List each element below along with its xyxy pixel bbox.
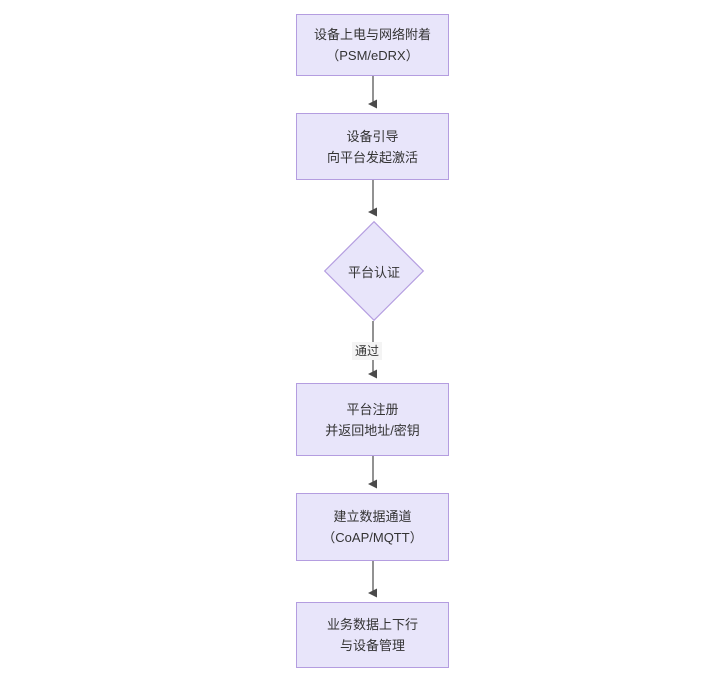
node-label-line2: 与设备管理 (339, 638, 405, 653)
node-label-line1: 建立数据通道 (333, 509, 412, 524)
node-label-line2: 向平台发起激活 (326, 149, 418, 165)
node-platform-authentication[interactable]: 平台认证 (323, 220, 425, 322)
node-label-line1: 设备上电与网络附着 (313, 27, 431, 42)
node-business-data-and-device-management[interactable]: 业务数据上下行 与设备管理 (296, 602, 449, 668)
node-label-line1: 设备引导 (346, 128, 399, 144)
diamond-shape (323, 220, 425, 322)
node-label-line2: 并返回地址/密钥 (325, 422, 420, 438)
node-device-power-on[interactable]: 设备上电与网络附着 （PSM/eDRX） (296, 14, 449, 76)
node-label-line1: 平台注册 (346, 401, 399, 417)
node-device-bootstrap[interactable]: 设备引导 向平台发起激活 (296, 113, 449, 180)
node-establish-data-channel[interactable]: 建立数据通道 （CoAP/MQTT） (296, 493, 449, 561)
node-label-line2: （CoAP/MQTT） (322, 530, 423, 545)
node-label-line2: （PSM/eDRX） (326, 48, 419, 63)
edge-label-pass: 通过 (352, 342, 383, 360)
node-label-line1: 业务数据上下行 (326, 617, 418, 632)
node-platform-registration[interactable]: 平台注册 并返回地址/密钥 (296, 383, 449, 456)
